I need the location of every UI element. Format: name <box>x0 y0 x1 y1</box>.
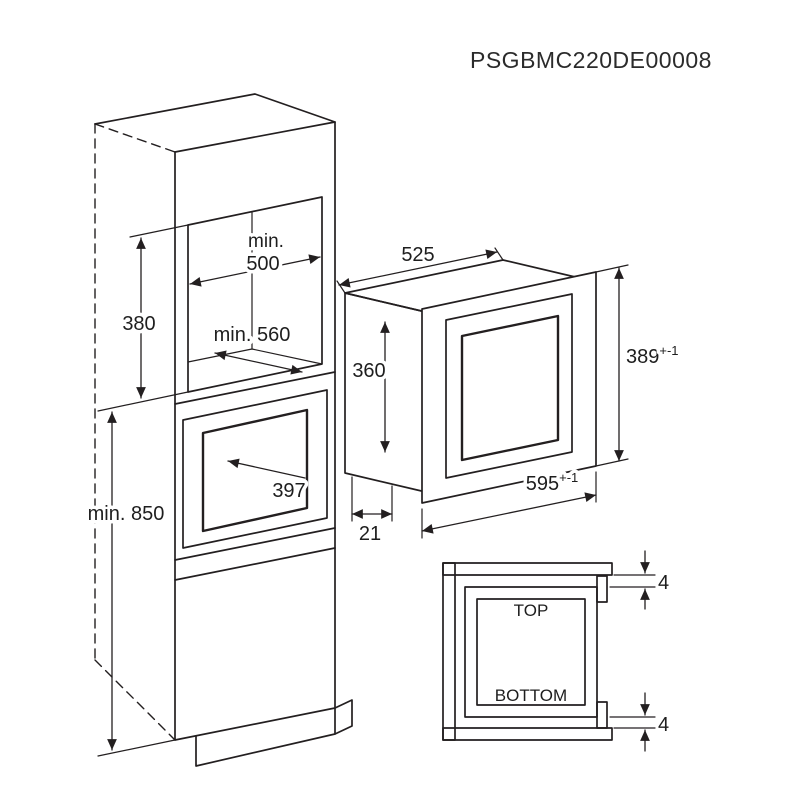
frame-height-tolerance: +-1 <box>659 343 678 358</box>
detail-frame-flange-bottom <box>596 701 608 729</box>
detail-cabinet-bottom-panel <box>442 727 613 741</box>
detail-bottom-label: BOTTOM <box>495 686 567 705</box>
extension-line <box>129 224 189 238</box>
dim-line <box>338 249 498 288</box>
dim-niche-width: min. 500 <box>189 228 321 287</box>
drawing-number: PSGBMC220DE00008 <box>470 47 712 73</box>
detail-microwave-front <box>464 586 598 718</box>
dim-body-height: 360 <box>349 321 390 453</box>
dim-frame-height: 389+-1 <box>595 264 682 467</box>
gap-top-label: 4 <box>658 572 669 594</box>
detail-top-label: TOP <box>514 601 549 620</box>
cabinet-front-face <box>174 121 336 741</box>
niche-opening <box>187 196 323 393</box>
niche-width-prefix-label: min. <box>248 231 284 252</box>
detail-cabinet-side-panel <box>442 562 456 741</box>
frame-height-value: 389 <box>626 346 659 368</box>
dim-oven-depth: 397 <box>227 458 309 506</box>
detail-cabinet-top-panel <box>442 562 613 576</box>
cabinet-drawing <box>94 93 353 767</box>
niche-width-label: 500 <box>246 253 279 275</box>
lower-band-1 <box>174 527 336 561</box>
section-detail: TOP BOTTOM 4 4 <box>442 550 669 752</box>
frame-width-label: 595+-1 <box>526 470 579 495</box>
extension-line <box>336 280 346 294</box>
niche-height-label: 380 <box>122 313 155 335</box>
lower-band-2 <box>174 547 336 581</box>
microwave-side-face <box>344 292 431 494</box>
extension-line <box>595 264 629 273</box>
microwave-window <box>460 314 560 462</box>
dim-base-height: min. 850 <box>84 411 176 757</box>
oven-depth-label: 397 <box>272 480 305 502</box>
oven-window <box>201 408 309 533</box>
shelf-band <box>174 371 336 405</box>
top-width-label: 525 <box>401 244 434 266</box>
dim-frame-width: 595+-1 <box>421 467 597 539</box>
dim-top-width: 525 <box>336 241 504 294</box>
dim-frame-overhang: 21 <box>351 476 393 549</box>
dim-line <box>421 492 597 534</box>
cabinet-hidden-floor-edge <box>94 659 176 741</box>
frame-width-value: 595 <box>526 473 559 495</box>
body-height-label: 360 <box>352 360 385 382</box>
niche-depth-label: min. 560 <box>214 324 291 346</box>
extension-line <box>97 739 176 757</box>
extension-line <box>494 247 504 261</box>
niche-floor-back-edge <box>187 348 253 363</box>
dim-line <box>214 350 303 375</box>
oven-door <box>182 389 328 549</box>
base-height-label: min. 850 <box>88 503 165 525</box>
cabinet-top-face <box>94 93 336 153</box>
gap-bottom-label: 4 <box>658 714 669 736</box>
frame-height-label: 389+-1 <box>626 343 679 368</box>
microwave-door <box>445 293 573 479</box>
dim-line <box>189 254 321 287</box>
dim-gap-top: 4 <box>609 550 669 610</box>
niche-floor-side-edge <box>251 348 323 365</box>
dim-niche-height: 380 <box>97 224 189 412</box>
frame-overhang-label: 21 <box>359 523 381 545</box>
extension-line <box>97 391 189 412</box>
extension-line <box>595 458 629 467</box>
detail-frame-flange-top <box>596 575 608 603</box>
dim-gap-bottom: 4 <box>609 692 669 752</box>
dim-niche-depth: min. 560 <box>210 321 303 375</box>
plinth <box>195 707 336 767</box>
plinth-side <box>334 699 353 735</box>
detail-microwave-door <box>476 598 586 706</box>
cabinet-hidden-top-edge <box>94 123 176 153</box>
dim-line <box>227 458 306 479</box>
frame-width-tolerance: +-1 <box>559 470 578 485</box>
